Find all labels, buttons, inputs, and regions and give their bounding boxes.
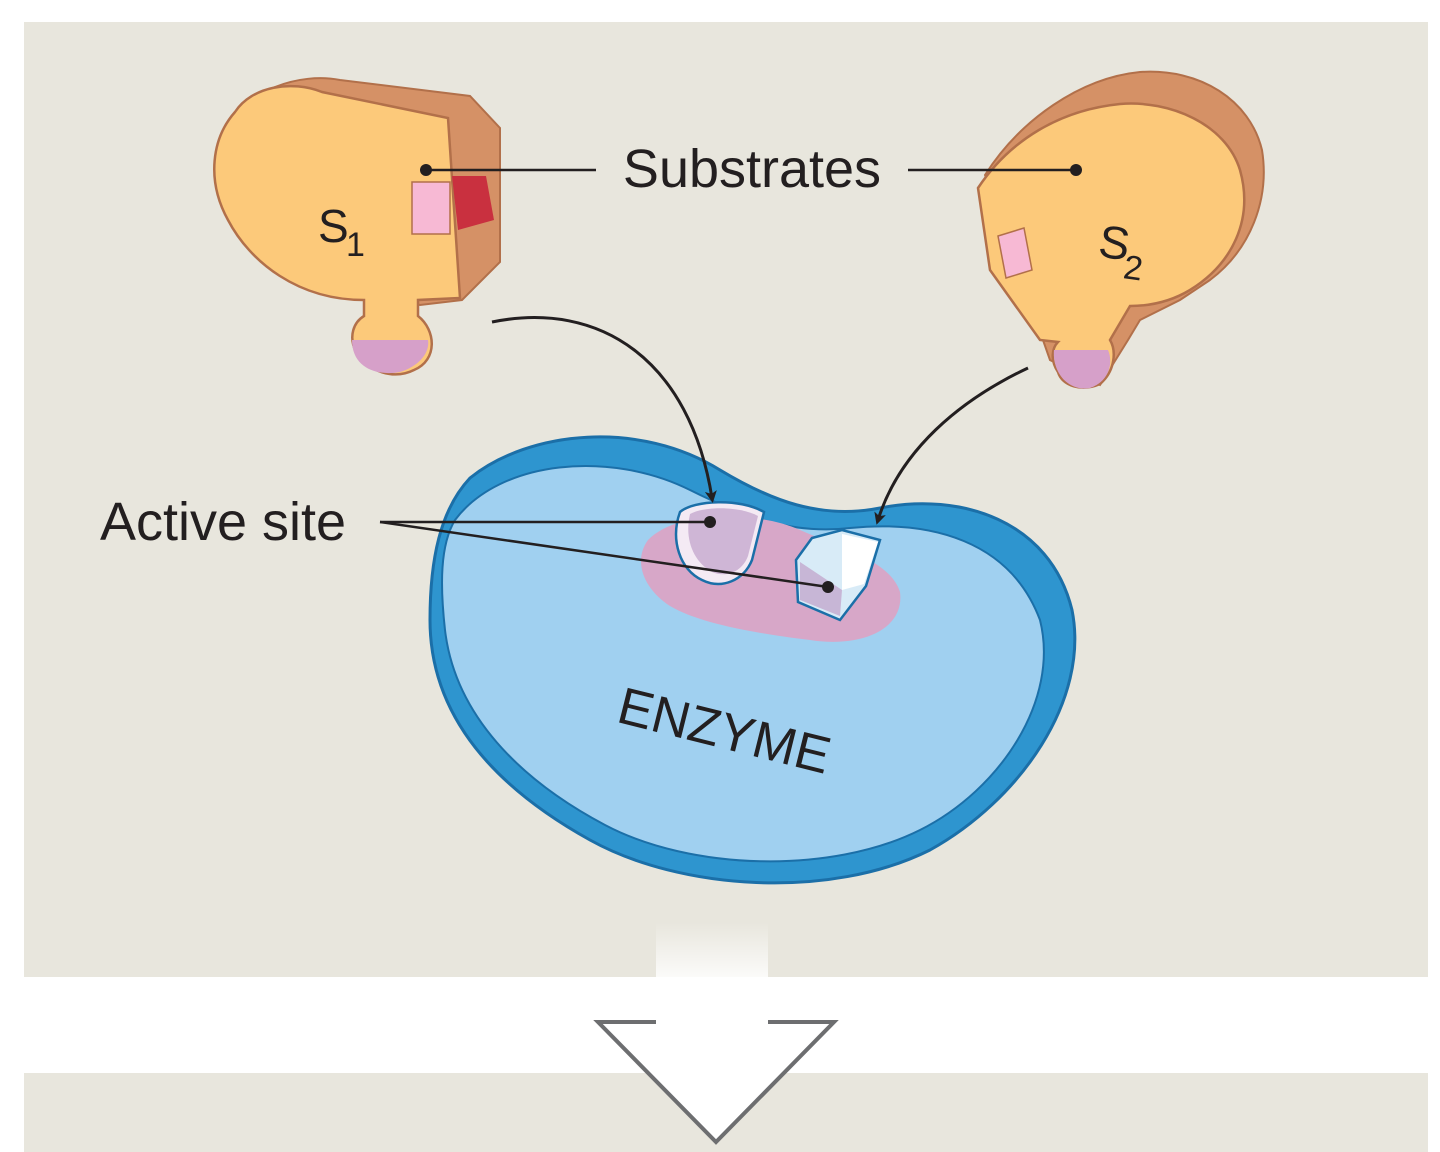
- s1-pink-patch: [411, 181, 451, 235]
- substrate-s1: S 1: [213, 77, 501, 376]
- substrates-leaders: [420, 164, 1082, 176]
- s2-label: S: [1096, 215, 1134, 271]
- active-site-label: Active site: [100, 492, 346, 552]
- enzyme: ENZYME: [428, 435, 1077, 885]
- s1-to-site-arrow: [491, 316, 717, 503]
- active-site-leaders: [379, 516, 834, 593]
- s2-pink-patch: [997, 227, 1033, 279]
- s1-label: S: [318, 200, 349, 252]
- s2-to-site-arrow: [874, 366, 1029, 525]
- substrate-s2: S 2: [976, 70, 1265, 389]
- s1-red-patch: [452, 176, 494, 230]
- substrates-label: Substrates: [623, 139, 881, 199]
- s1-label-subscript: 1: [346, 226, 365, 264]
- down-arrow: [593, 922, 839, 1145]
